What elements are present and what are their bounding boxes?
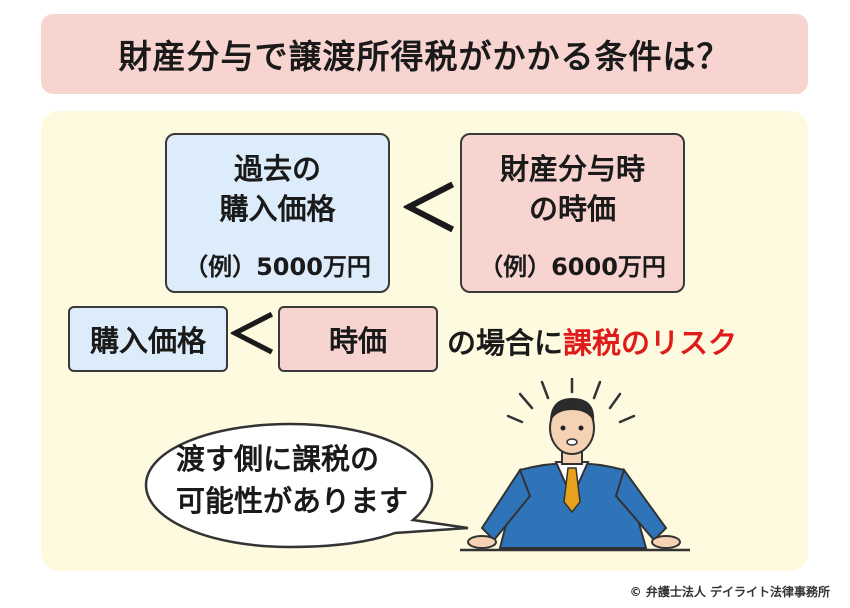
market-price-label: 時価 — [328, 324, 387, 358]
less-than-symbol-bottom: ＜ — [226, 306, 279, 366]
condition-suffix: の場合に — [447, 326, 564, 360]
less-than-symbol-top: ＜ — [398, 172, 461, 245]
market-price-box: 時価 — [278, 306, 438, 372]
speech-line1: 渡す側に課税の — [176, 442, 380, 476]
market-value-example: （例）6000万円 — [479, 253, 666, 281]
page-title: 財産分与で譲渡所得税がかかる条件は？ — [118, 37, 731, 76]
title-banner: 財産分与で譲渡所得税がかかる条件は？ — [41, 14, 808, 94]
market-value-box: 財産分与時 の時価 （例）6000万円 — [460, 133, 685, 293]
speech-bubble-shape — [144, 422, 469, 549]
market-value-line1: 財産分与時 — [499, 152, 645, 186]
purchase-price-box: 購入価格 — [68, 306, 228, 372]
purchase-price-label: 購入価格 — [89, 324, 206, 358]
businessman-illustration — [460, 378, 690, 552]
past-price-line2: 購入価格 — [219, 192, 336, 226]
past-price-example: （例）5000万円 — [184, 253, 371, 281]
speech-line2: 可能性があります — [176, 484, 409, 518]
past-purchase-price-box: 過去の 購入価格 （例）5000万円 — [165, 133, 390, 293]
market-value-line2: の時価 — [528, 192, 616, 226]
condition-text: の場合に課税のリスク — [447, 320, 737, 362]
emphasis-lines — [506, 378, 636, 424]
speech-bubble-text: 渡す側に課税の 可能性があります — [176, 438, 446, 522]
copyright-notice: © 弁護士法人 デイライト法律事務所 — [629, 585, 830, 599]
tax-risk-text: 課税のリスク — [563, 326, 738, 360]
past-price-line1: 過去の — [233, 152, 321, 186]
